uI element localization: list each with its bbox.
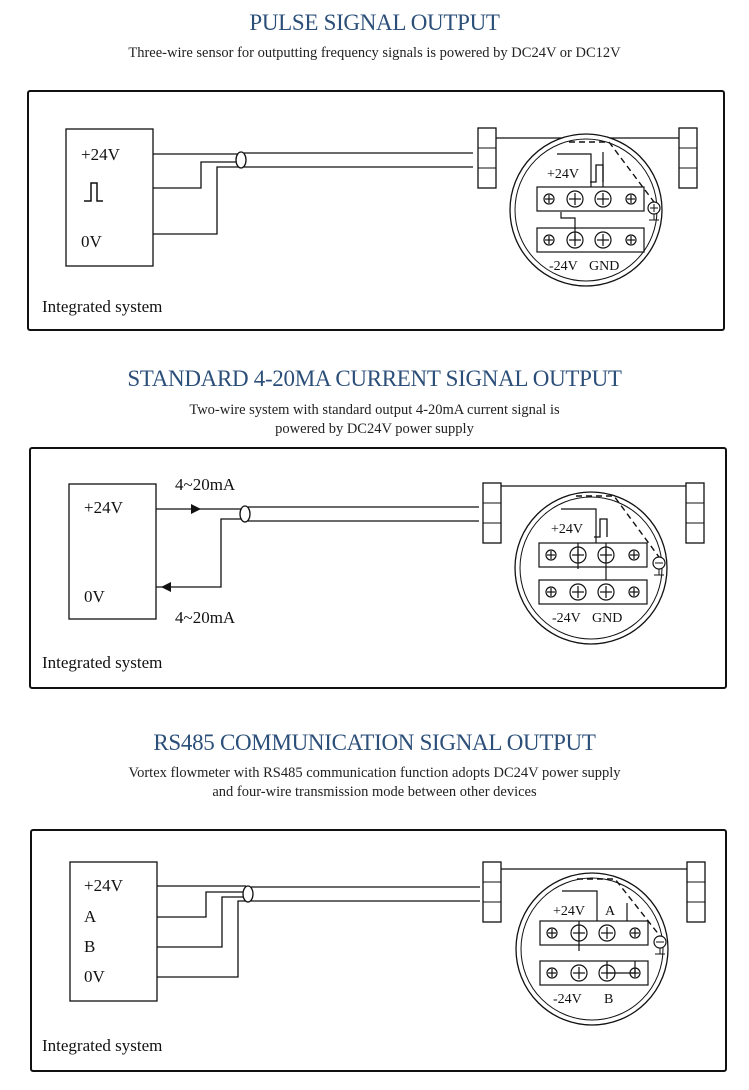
pulse-wiring-diagram: +24V 0V +24V [42,127,698,316]
svg-text:-24V: -24V [552,611,581,626]
svg-text:-24V: -24V [549,259,578,274]
svg-text:-24V: -24V [553,992,582,1007]
box-label-plus24v: +24V [84,876,124,895]
arrow-right-icon [191,504,201,514]
arrow-left-icon [161,582,171,592]
pulse-symbol-icon [84,182,103,202]
svg-text:+24V: +24V [553,904,585,919]
system-box [65,128,154,267]
meter-terminal-2: +24V - [482,482,705,645]
svg-text:GND: GND [589,259,619,274]
rs485-wiring-diagram: +24V A B 0V +24V A [42,861,706,1055]
meter-terminal-3: +24V A [482,861,706,1026]
section-1-title: PULSE SIGNAL OUTPUT [249,10,500,35]
section-3-title: RS485 COMMUNICATION SIGNAL OUTPUT [153,730,596,755]
svg-text:+24V: +24V [547,167,579,182]
section-3-description-line-1: Vortex flowmeter with RS485 communicatio… [128,765,621,781]
current-label-top: 4~20mA [175,475,236,494]
section-1-description: Three-wire sensor for outputting frequen… [128,45,621,61]
current-label-bottom: 4~20mA [175,608,236,627]
box-label-0v: 0V [81,232,103,251]
box-label-b: B [84,937,95,956]
rs485-wiring-panel: +24V A B 0V +24V A [30,829,727,1072]
system-label: Integrated system [42,653,162,672]
svg-text:GND: GND [592,611,622,626]
system-box [68,483,157,620]
meter-terminal-1: +24V - [477,127,698,287]
box-label-plus24v: +24V [84,498,124,517]
box-label-0v: 0V [84,587,106,606]
section-3-description-line-2: and four-wire transmission mode between … [212,784,537,800]
current-wiring-diagram: +24V 0V 4~20mA 4~20mA +24V [42,475,705,672]
section-2-description-line-1: Two-wire system with standard output 4-2… [189,402,560,418]
pulse-wiring-panel: +24V 0V +24V [27,90,725,331]
system-label: Integrated system [42,1036,162,1055]
box-label-plus24v: +24V [81,145,121,164]
section-2-description-line-2: powered by DC24V power supply [275,421,474,437]
box-label-0v: 0V [84,967,106,986]
svg-text:B: B [604,992,613,1007]
system-box [69,861,158,1002]
svg-text:+24V: +24V [551,522,583,537]
svg-text:A: A [605,904,616,919]
system-label: Integrated system [42,297,162,316]
box-label-a: A [84,907,97,926]
current-wiring-panel: +24V 0V 4~20mA 4~20mA +24V [29,447,727,689]
section-2-title: STANDARD 4-20MA CURRENT SIGNAL OUTPUT [127,366,622,391]
